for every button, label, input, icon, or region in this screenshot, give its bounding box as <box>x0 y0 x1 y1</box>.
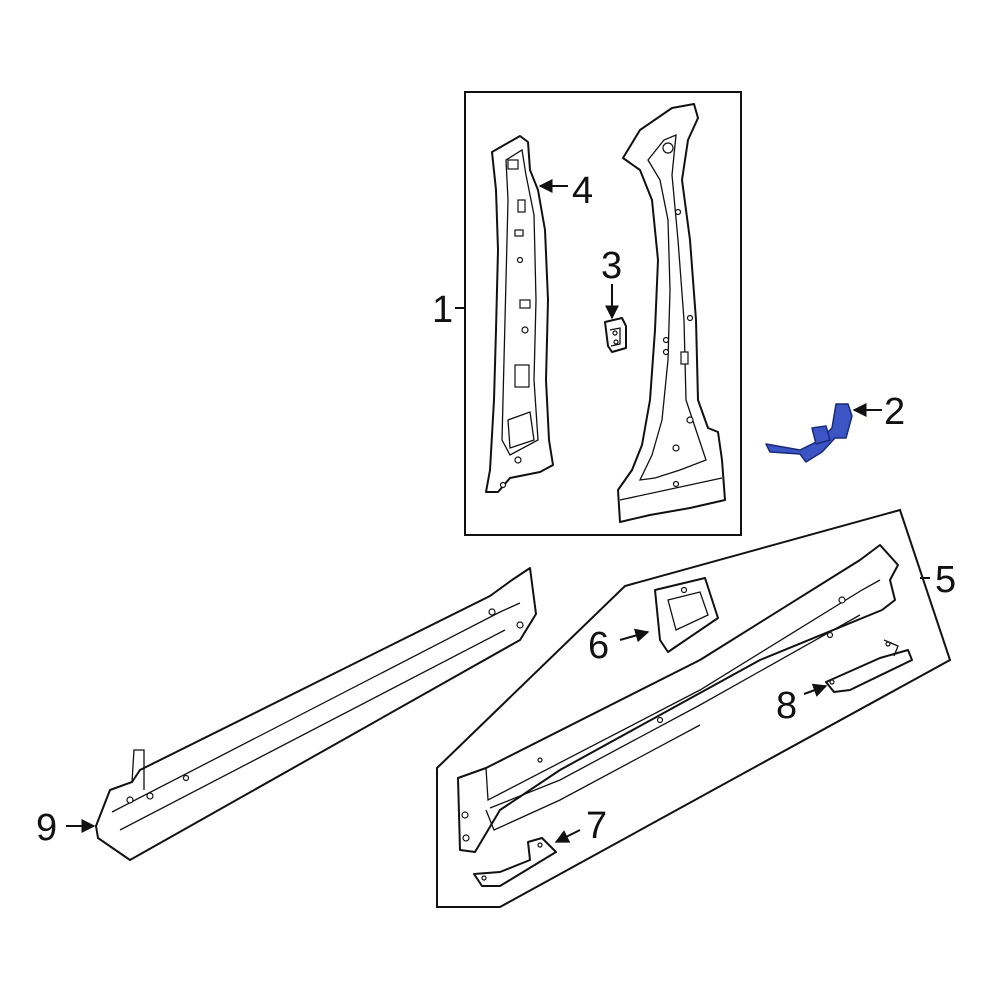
part-9-rocker-reinforcement[interactable] <box>95 567 537 861</box>
part-2-reinforcement[interactable] <box>765 403 853 463</box>
leader-7 <box>554 829 581 843</box>
part-4-inner-pillar[interactable] <box>485 135 554 493</box>
callout-8: 8 <box>776 685 797 727</box>
outer-pillar[interactable] <box>617 103 726 523</box>
callout-1: 1 <box>432 289 453 331</box>
callout-6: 6 <box>588 625 609 667</box>
part-5-rocker-panel[interactable] <box>457 544 899 853</box>
callout-9: 9 <box>36 807 57 849</box>
leader-8 <box>803 683 828 697</box>
pillar-group-frame <box>464 91 742 536</box>
callout-3: 3 <box>601 245 622 287</box>
callout-2: 2 <box>884 391 905 433</box>
part-8-bracket[interactable] <box>825 639 913 693</box>
part-7-bracket[interactable] <box>473 837 557 887</box>
callout-7: 7 <box>586 805 607 847</box>
callout-5: 5 <box>935 559 956 601</box>
rocker-group-frame <box>436 508 952 908</box>
callout-4: 4 <box>572 170 593 212</box>
part-3-bracket[interactable] <box>604 317 627 353</box>
part-6-bracket[interactable] <box>654 577 719 653</box>
leader-6 <box>619 628 650 643</box>
